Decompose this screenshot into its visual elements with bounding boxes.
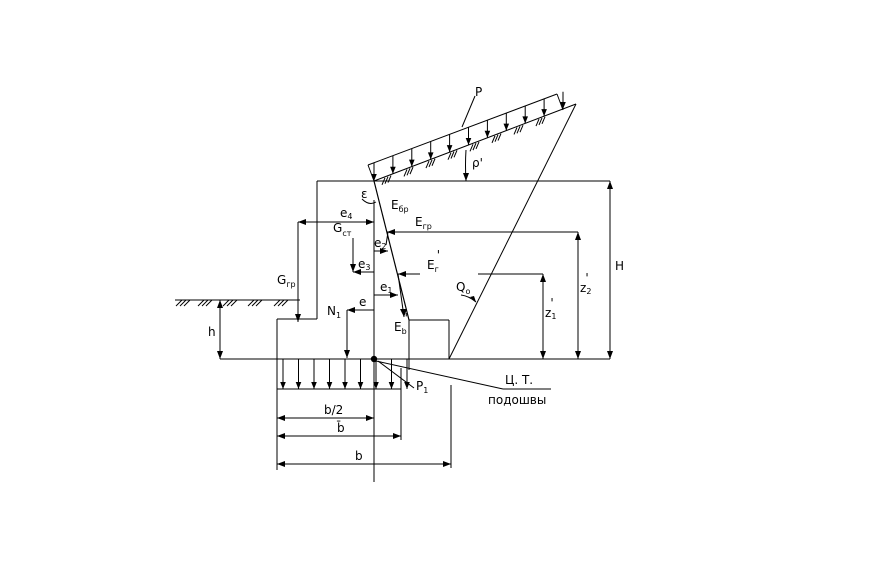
label-epsilon: ε — [361, 187, 368, 201]
ground-hatch-line — [251, 299, 259, 307]
slope-hatch-line — [472, 142, 477, 151]
ground-hatch-line — [179, 299, 187, 307]
label-P1: P1 — [416, 379, 428, 395]
surcharge-arrow-head — [371, 174, 377, 181]
slope-hatch-line — [450, 151, 455, 159]
pressure-arrow-head — [388, 382, 395, 389]
slope-hatch-line — [431, 158, 436, 166]
label-e1: e1 — [380, 280, 392, 295]
label-G-st: Gст — [333, 221, 352, 238]
eccentricity-dims — [298, 219, 398, 313]
slope-hatch-line — [384, 176, 389, 184]
label-e2: e2 — [374, 236, 386, 251]
pressure-arrow-head — [357, 382, 364, 389]
label-H: H — [615, 259, 624, 273]
surcharge-arrow-head — [503, 123, 510, 131]
label-P: P — [475, 85, 482, 99]
label-Eb-prime: Eb' — [394, 311, 408, 336]
label-G-gp: Gгр — [277, 273, 296, 289]
ground-hatch-line — [277, 299, 285, 307]
labels: P ρ' ε Eбр Eгр Gст Gгр e4 e2 e3 e1 e Eг'… — [208, 85, 624, 463]
label-Eg-prime: Eг' — [427, 248, 440, 274]
slope-hatch-line — [497, 133, 502, 141]
height-dims — [217, 181, 613, 359]
back-face — [361, 180, 410, 482]
surcharge-arrow-head — [465, 137, 472, 145]
label-E-gp: Eгр — [415, 215, 432, 231]
slope-hatch-line — [469, 144, 474, 152]
ground-hatch-line — [247, 299, 255, 307]
label-e4: e4 — [340, 206, 352, 221]
label-h: h — [208, 325, 216, 339]
ground-hatching — [175, 299, 289, 307]
surcharge-arrow-head — [541, 109, 547, 117]
label-Q0: Qo — [456, 280, 470, 296]
surcharge-arrow-head — [446, 145, 453, 153]
ground-hatch-line — [226, 299, 234, 307]
surcharge-arrow-head — [484, 130, 491, 138]
slope-hatch-line — [447, 152, 452, 160]
slope-hatch-line — [409, 166, 414, 175]
slope-hatch-line — [425, 160, 430, 169]
slope-hatch-line — [406, 168, 411, 176]
slope-hatch-line — [538, 117, 543, 126]
label-b: b — [355, 449, 363, 463]
label-centroid-line2: подошвы — [488, 393, 546, 407]
slope-hatch-line — [428, 159, 433, 168]
ground-hatch-line — [273, 299, 281, 307]
slope-hatch-line — [453, 150, 458, 158]
pressure-arrow-head — [326, 382, 333, 389]
pressure-arrow-head — [311, 382, 317, 389]
surcharge-arrow-head — [427, 152, 434, 160]
label-rho: ρ' — [472, 156, 483, 170]
ground-hatch-line — [222, 299, 230, 307]
base-width-dims — [277, 368, 452, 468]
label-b-half: b/2 — [324, 403, 343, 417]
slope-hatch-line — [519, 125, 524, 133]
slope-hatch-line — [491, 135, 496, 144]
base-centroid-point — [370, 355, 378, 363]
ground-hatch-line — [281, 299, 289, 307]
pressure-arrow-head — [342, 382, 348, 389]
ground-hatch-line — [197, 299, 205, 307]
ground-hatch-line — [255, 299, 263, 307]
forces — [295, 149, 578, 389]
ground-hatch-line — [201, 299, 209, 307]
surcharge-arrow-head — [522, 116, 528, 124]
surcharge-arrow-head — [560, 101, 566, 109]
pressure-arrow-head — [280, 382, 286, 389]
slope-hatching — [381, 116, 546, 186]
slope-hatch-line — [475, 141, 480, 150]
ground-hatch-line — [175, 299, 183, 307]
surcharge-arrow-head — [409, 159, 415, 167]
ground-hatch-line — [205, 299, 213, 307]
slope-hatch-line — [403, 169, 408, 177]
label-b-bar: b̄ — [337, 421, 345, 435]
label-centroid-line1: Ц. Т. — [505, 373, 533, 387]
slope-hatch-line — [513, 127, 518, 135]
ground-hatch-line — [183, 299, 191, 307]
label-N1: N1 — [327, 304, 341, 320]
surcharge-arrow-head — [390, 166, 396, 174]
label-e: e — [359, 295, 366, 309]
slope-hatch-line — [535, 118, 540, 127]
surcharge-load-P — [367, 91, 577, 182]
label-z2: z2' — [580, 271, 591, 296]
slope-hatch-line — [516, 126, 521, 134]
ground-hatch-line — [230, 299, 238, 307]
pressure-arrow-head — [295, 382, 302, 389]
slope-hatch-line — [494, 134, 499, 142]
pressure-arrow-head — [373, 382, 379, 389]
label-e3: e3 — [358, 257, 370, 272]
slope-hatch-line — [541, 116, 546, 125]
label-E-bp: Eбр — [391, 198, 409, 214]
base-pressure-P1 — [277, 359, 410, 390]
pressure-arrow-head — [404, 382, 410, 389]
label-z1: z1' — [545, 296, 556, 321]
